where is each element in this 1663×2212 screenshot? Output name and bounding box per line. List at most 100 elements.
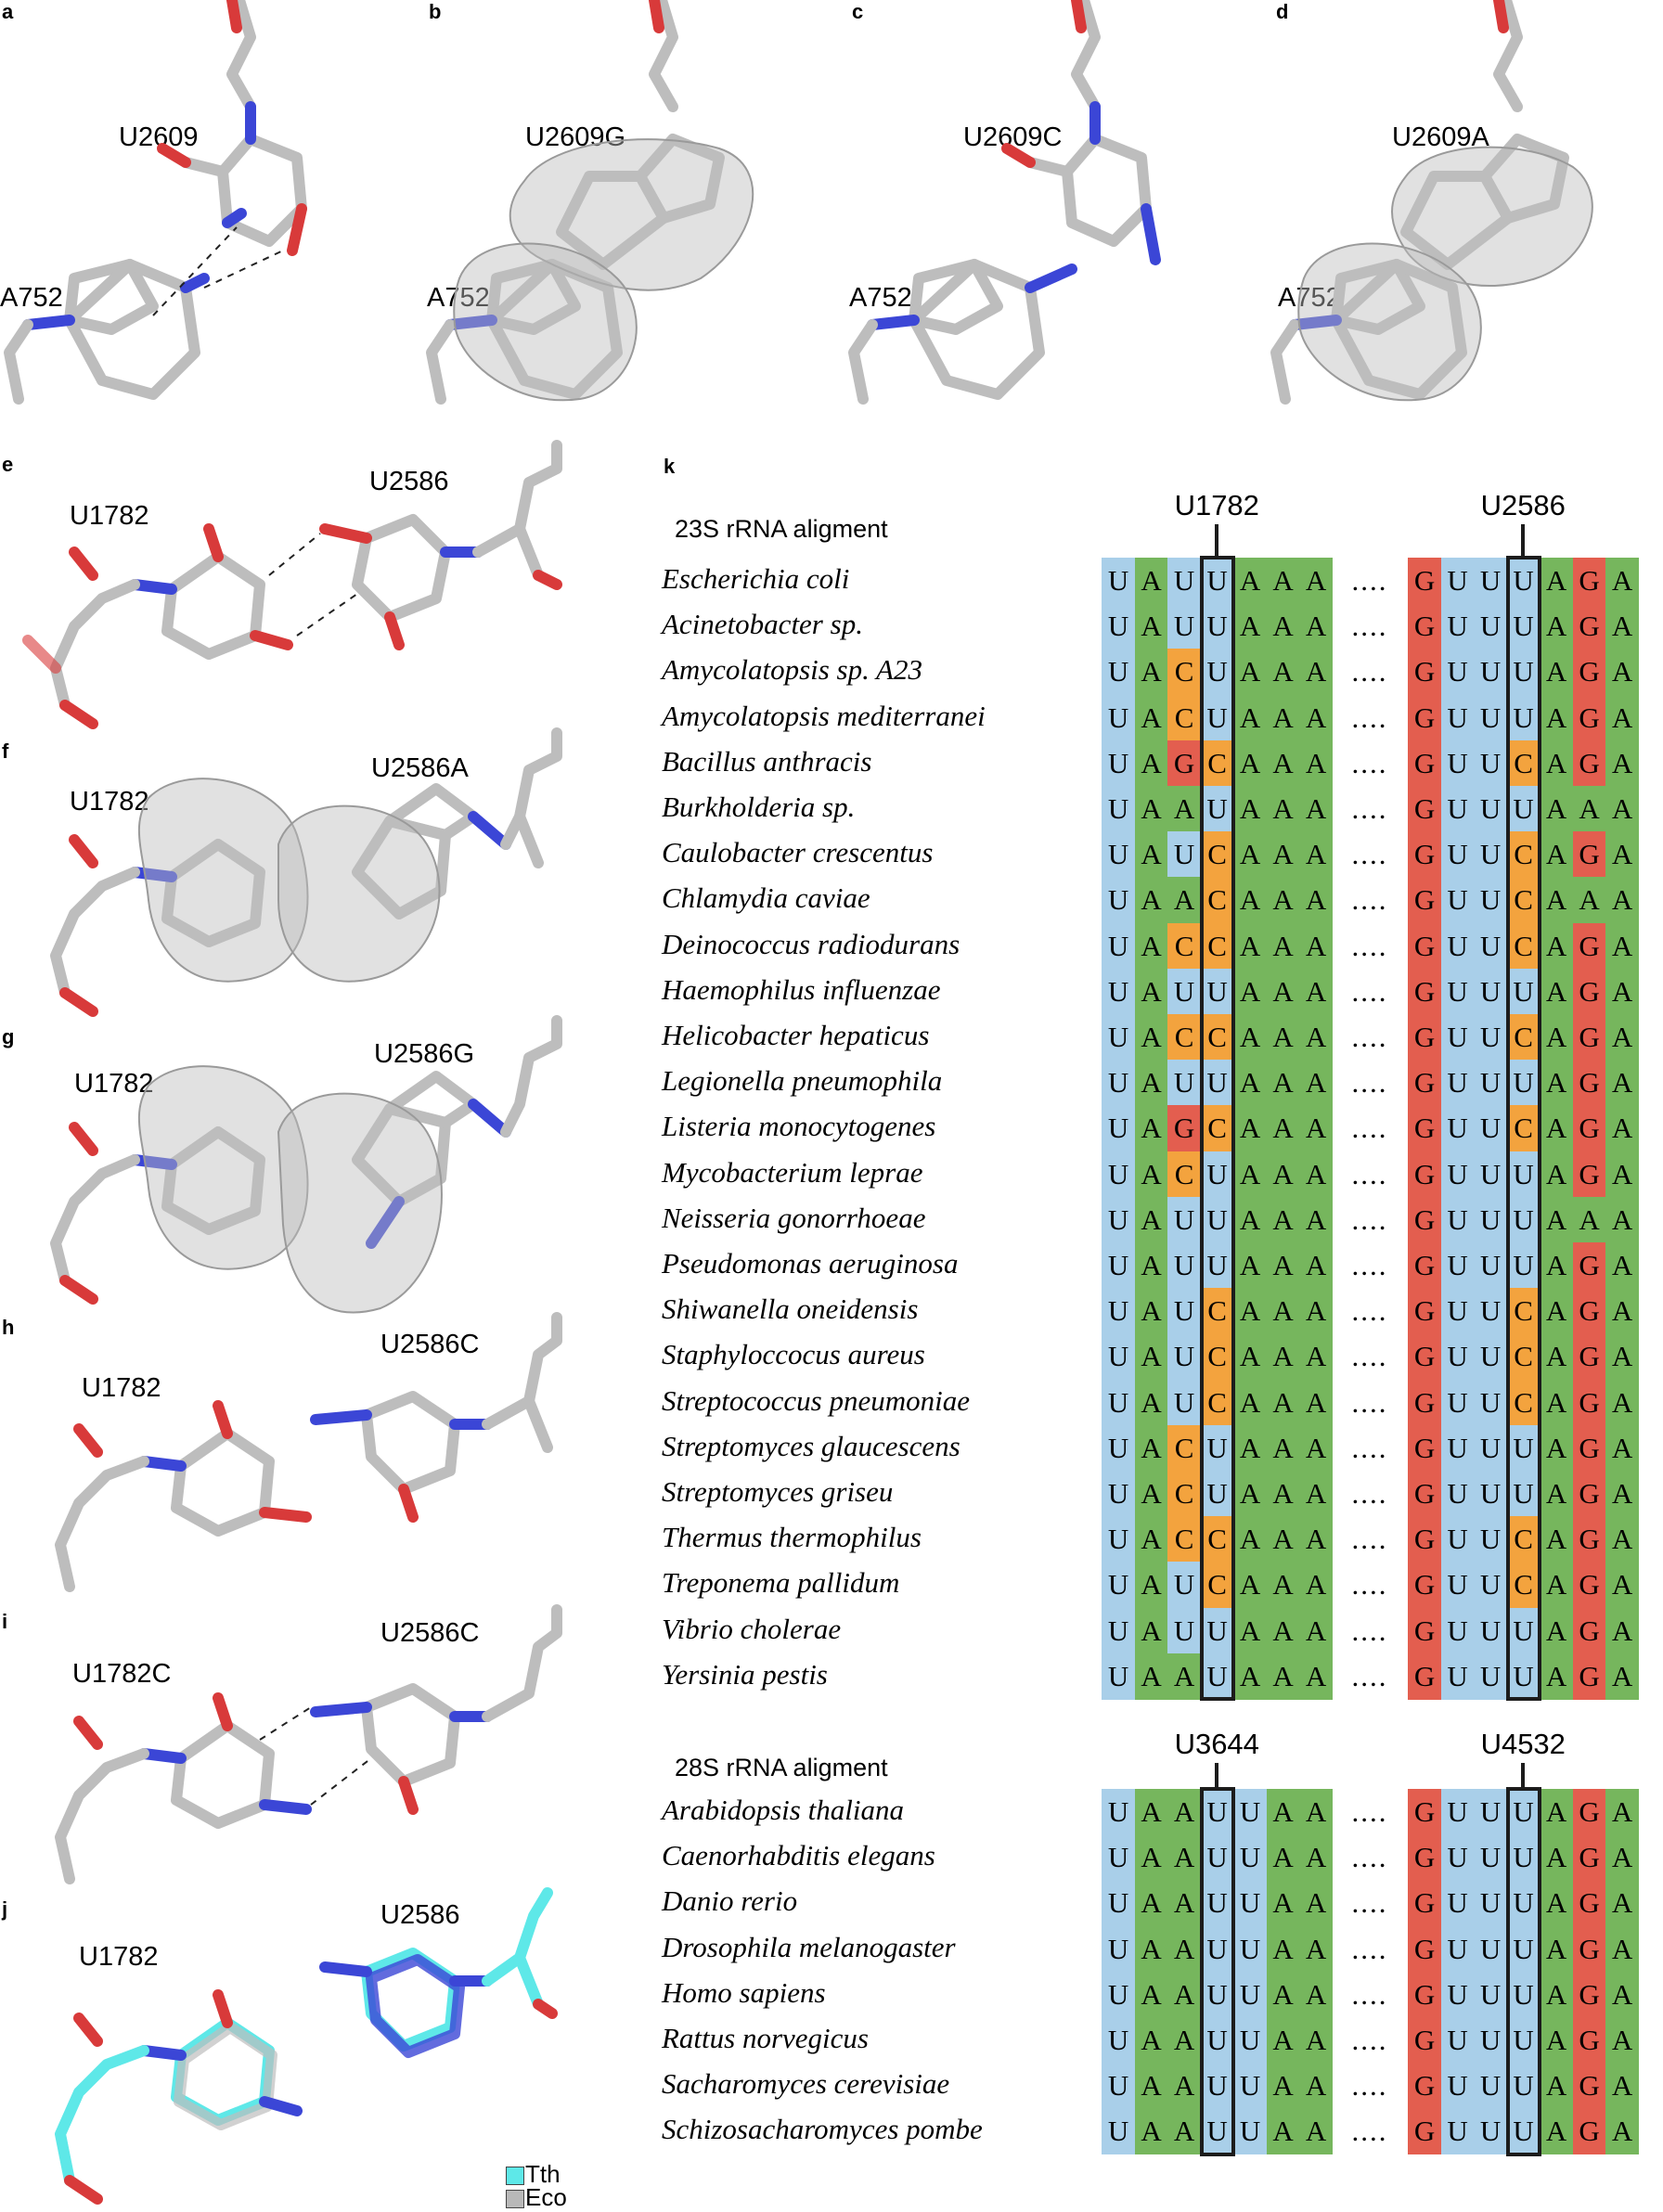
alignment-cell: U <box>1506 1653 1541 1700</box>
species-name: Thermus thermophilus <box>662 1521 922 1554</box>
alignment-cell: U <box>1200 1789 1234 1835</box>
alignment-cell: A <box>1605 1925 1640 1973</box>
alignment-gap: .... <box>1351 701 1388 734</box>
species-name: Deinococcus radiodurans <box>662 927 960 960</box>
alignment-cell: C <box>1506 831 1541 878</box>
alignment-cell: A <box>1299 1105 1334 1152</box>
alignment-cell: A <box>1266 1653 1300 1700</box>
alignment-cell: G <box>1408 786 1442 832</box>
panel-i-letter: i <box>2 1610 8 1633</box>
alignment-cell: U <box>1506 1196 1541 1243</box>
alignment-cell: U <box>1440 1060 1475 1106</box>
alignment-cell: A <box>1605 2017 1640 2064</box>
alignment-gap: .... <box>1351 655 1388 688</box>
alignment-cell: A <box>1167 1789 1202 1835</box>
alignment-cell: A <box>1605 1242 1640 1289</box>
alignment-cell: A <box>1605 1971 1640 2018</box>
species-name: Escherichia coli <box>662 562 850 595</box>
panel-d-letter: d <box>1276 0 1289 23</box>
alignment-cell: U <box>1200 1151 1234 1198</box>
alignment-cell: A <box>1266 1880 1300 1927</box>
species-name: Haemophilus influenzae <box>662 972 941 1006</box>
alignment-cell: U <box>1167 1562 1202 1609</box>
alignment-cell: U <box>1474 1653 1508 1700</box>
species-name: Streptococcus pneumoniae <box>662 1383 971 1417</box>
species-name: Streptomyces griseu <box>662 1475 894 1508</box>
alignment-cell: A <box>1540 1333 1574 1381</box>
alignment-gap: .... <box>1351 1157 1388 1190</box>
alignment-cell: A <box>1233 1424 1268 1472</box>
alignment-cell: U <box>1506 1607 1541 1654</box>
alignment-cell: A <box>1299 831 1334 878</box>
alignment-cell: A <box>1266 1196 1300 1243</box>
alignment-cell: A <box>1605 1333 1640 1381</box>
alignment-cell: A <box>1233 1562 1268 1609</box>
alignment-cell: U <box>1474 1151 1508 1198</box>
alignment-cell: A <box>1266 1333 1300 1381</box>
alignment-cell: C <box>1506 1105 1541 1152</box>
panel-f-label-left: U1782 <box>70 787 149 817</box>
alignment-cell: A <box>1299 1607 1334 1654</box>
alignment-cell: A <box>1540 694 1574 741</box>
alignment-cell: G <box>1572 1379 1606 1426</box>
alignment-cell: U <box>1506 603 1541 649</box>
alignment-cell: A <box>1605 2063 1640 2109</box>
panel-j-letter: j <box>2 1897 8 1921</box>
alignment-cell: U <box>1102 2108 1136 2155</box>
alignment-cell: U <box>1474 1060 1508 1106</box>
alignment-cell: G <box>1408 968 1442 1015</box>
alignment-cell: A <box>1134 877 1168 924</box>
alignment-cell: C <box>1167 694 1202 741</box>
alignment-cell: U <box>1440 2063 1475 2109</box>
alignment-cell: A <box>1540 1789 1574 1835</box>
alignment-cell: A <box>1605 1060 1640 1106</box>
alignment-cell: G <box>1572 2108 1606 2155</box>
alignment-cell: U <box>1440 1471 1475 1517</box>
alignment-cell: G <box>1572 2017 1606 2064</box>
alignment-cell: A <box>1134 1516 1168 1563</box>
alignment-cell: G <box>1408 739 1442 787</box>
alignment-cell: U <box>1474 831 1508 878</box>
alignment-cell: A <box>1299 1151 1334 1198</box>
alignment-cell: G <box>1572 1424 1606 1472</box>
alignment-cell: G <box>1408 877 1442 924</box>
alignment-cell: A <box>1233 1607 1268 1654</box>
alignment-cell: A <box>1299 1516 1334 1563</box>
alignment-cell: G <box>1572 1288 1606 1334</box>
alignment-cell: A <box>1167 2017 1202 2064</box>
alignment-cell: A <box>1299 1471 1334 1517</box>
alignment-cell: U <box>1474 1607 1508 1654</box>
alignment-cell: A <box>1266 831 1300 878</box>
species-name: Homo sapiens <box>662 1975 826 2009</box>
alignment-gap: .... <box>1351 1523 1388 1556</box>
alignment-cell: U <box>1440 1014 1475 1061</box>
alignment-cell: G <box>1408 1471 1442 1517</box>
legend-label-eco: Eco <box>525 2183 567 2211</box>
alignment-cell: A <box>1299 1971 1334 2018</box>
alignment-cell: U <box>1102 786 1136 832</box>
alignment-cell: A <box>1134 922 1168 970</box>
alignment-cell: U <box>1440 1925 1475 1973</box>
alignment-cell: G <box>1167 739 1202 787</box>
alignment-cell: A <box>1605 1471 1640 1517</box>
alignment-cell: A <box>1266 1151 1300 1198</box>
alignment-cell: A <box>1134 1925 1168 1973</box>
species-name: Drosophila melanogaster <box>662 1930 956 1963</box>
alignment-cell: G <box>1408 1242 1442 1289</box>
alignment-cell: A <box>1540 1288 1574 1334</box>
alignment-cell: A <box>1266 1060 1300 1106</box>
panel-e-label-left: U1782 <box>70 501 149 531</box>
alignment-gap: .... <box>1351 746 1388 779</box>
alignment-cell: U <box>1474 1333 1508 1381</box>
alignment-cell: A <box>1233 1151 1268 1198</box>
alignment-cell: A <box>1266 1105 1300 1152</box>
alignment-cell: U <box>1233 1971 1268 2018</box>
alignment-gap: .... <box>1351 1066 1388 1100</box>
alignment-cell: U <box>1474 1925 1508 1973</box>
alignment-highlight-box <box>1199 556 1235 1701</box>
alignment-cell: U <box>1200 1607 1234 1654</box>
alignment-cell: A <box>1605 1105 1640 1152</box>
alignment-cell: A <box>1233 1014 1268 1061</box>
alignment-cell: A <box>1299 2017 1334 2064</box>
alignment-cell: U <box>1474 1379 1508 1426</box>
